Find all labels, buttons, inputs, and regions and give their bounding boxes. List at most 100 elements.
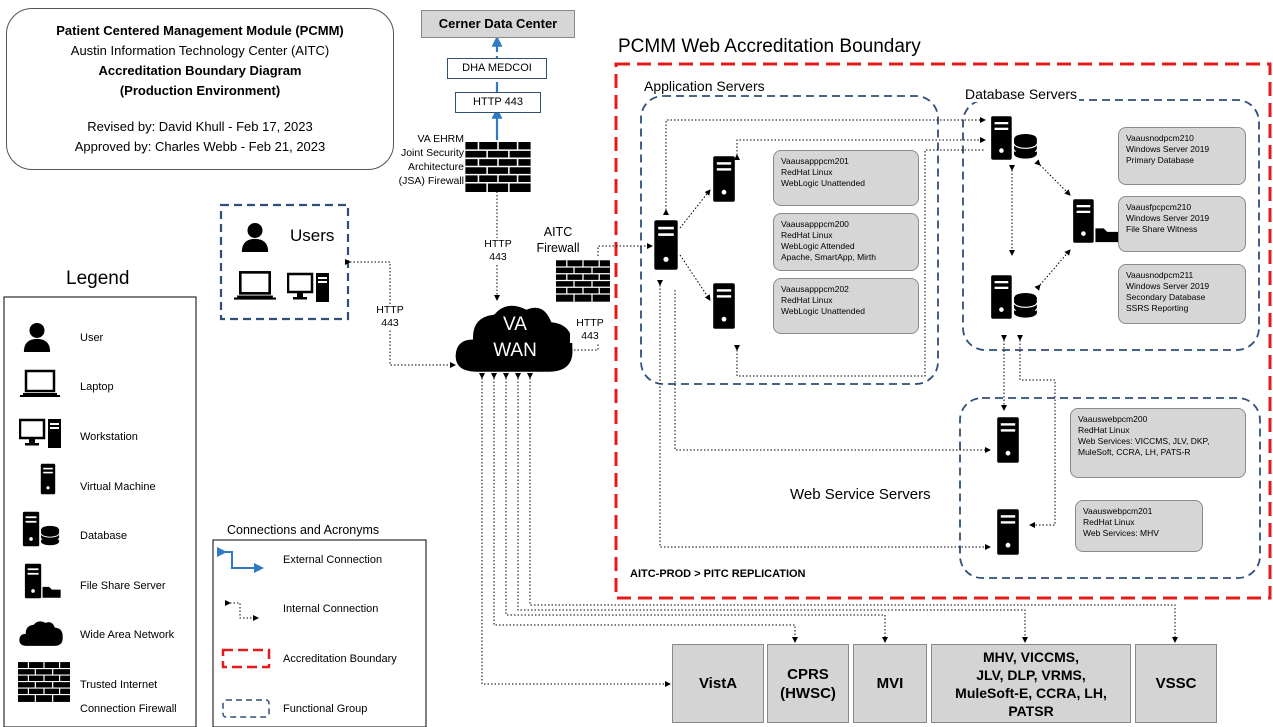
external-cprs: CPRS (HWSC) — [767, 644, 849, 723]
connections-label-boundary: Accreditation Boundary — [283, 653, 397, 665]
web-service-servers-title: Web Service Servers — [790, 486, 931, 503]
diagram-subtitle: Accreditation Boundary Diagram — [98, 63, 302, 78]
legend-fileshare-icon — [24, 563, 62, 599]
wan-line2: WAN — [493, 340, 537, 361]
legend-label-tic: Trusted Internet — [80, 679, 158, 691]
web200-server-icon — [997, 417, 1019, 463]
legend-box — [3, 296, 197, 727]
external-vista: VistA — [672, 644, 764, 723]
server-os: Windows Server 2019 — [1126, 213, 1210, 223]
port-label: 443 — [381, 317, 399, 329]
aitc-http-label: HTTP 443 — [570, 317, 610, 343]
legend-laptop-icon — [20, 369, 60, 399]
server-os: RedHat Linux — [781, 167, 833, 177]
approved-by: Approved by: Charles Webb - Feb 21, 2023 — [74, 139, 326, 154]
wan-line1: VA — [503, 314, 527, 335]
legend-vm-icon — [40, 463, 56, 495]
external-services: MHV, VICCMS, JLV, DLP, VRMS, MuleSoft-E,… — [931, 644, 1131, 723]
web201-server-icon — [997, 509, 1019, 555]
server-info-web201: Vaauswebpcm201 RedHat Linux Web Services… — [1075, 500, 1203, 552]
server-info-db210: Vaausnodpcm210 Windows Server 2019 Prima… — [1118, 127, 1246, 185]
legend-label-user: User — [80, 332, 104, 344]
connections-title: Connections and Acronyms — [227, 523, 380, 537]
legend-external-line — [217, 547, 264, 573]
legend-user-icon — [23, 322, 51, 352]
port-label: 443 — [581, 330, 599, 342]
server-os: Windows Server 2019 — [1126, 144, 1210, 154]
users-http-label: HTTP 443 — [370, 304, 410, 330]
server-hostname: Vaauswebpcm201 — [1083, 506, 1153, 516]
application-servers-title: Application Servers — [642, 78, 767, 94]
server-os: RedHat Linux — [1083, 517, 1135, 527]
legend-label-workstation: Workstation — [80, 431, 138, 443]
server-info-fs210: Vaausfpcpcm210 Windows Server 2019 File … — [1118, 196, 1246, 252]
app202-server-icon — [713, 283, 735, 329]
db211-server-icon — [990, 274, 1038, 320]
legend-label-tic-firewall: Connection Firewall — [80, 703, 177, 715]
database-servers-title: Database Servers — [963, 86, 1080, 102]
server-role: File Share Witness — [1126, 224, 1198, 234]
server-info-web200: Vaauswebpcm200 RedHat Linux Web Services… — [1070, 408, 1246, 478]
app-lb-server-icon — [654, 220, 678, 270]
jsa-label-line: VA EHRM — [417, 133, 464, 145]
laptop-icon — [234, 271, 276, 301]
org-name: Austin Information Technology Center (AI… — [70, 43, 330, 58]
legend-wan-icon — [19, 621, 63, 646]
http-443-box: HTTP 443 — [455, 92, 541, 113]
connections-box — [212, 539, 427, 727]
boundary-title: PCMM Web Accreditation Boundary — [618, 36, 921, 57]
server-os: Windows Server 2019 — [1126, 281, 1210, 291]
dha-medcoi-box: DHA MEDCOI — [447, 58, 547, 79]
server-role: WebLogic Unattended — [781, 178, 865, 188]
db210-server-icon — [990, 115, 1038, 161]
server-role: Apache, SmartApp, Mirth — [781, 252, 876, 262]
connections-label-external: External Connection — [283, 554, 383, 566]
legend-firewall-icon — [18, 662, 70, 702]
fs210-server-icon — [1072, 198, 1120, 244]
server-info-db211: Vaausnodpcm211 Windows Server 2019 Secon… — [1118, 264, 1246, 324]
users-label: Users — [290, 226, 335, 245]
external-mvi: MVI — [853, 644, 927, 723]
cerner-data-center-box: Cerner Data Center — [421, 10, 575, 38]
server-info-app202: Vaausapppcm202 RedHat Linux WebLogic Una… — [773, 278, 919, 334]
va-wan-label: VA WAN — [490, 312, 540, 364]
aitc-label-line: AITC — [543, 225, 573, 239]
replication-note: AITC-PROD > PITC REPLICATION — [630, 568, 806, 580]
diagram-title: Patient Centered Management Module (PCMM… — [56, 23, 344, 38]
server-os: RedHat Linux — [1078, 425, 1130, 435]
title-box: Patient Centered Management Module (PCMM… — [6, 8, 394, 170]
wan-jsa-http-label: HTTP 443 — [478, 238, 518, 264]
legend-label-wan: Wide Area Network — [80, 629, 175, 641]
server-os: RedHat Linux — [781, 295, 833, 305]
legend-internal-line — [225, 600, 259, 621]
external-vssc: VSSC — [1135, 644, 1217, 723]
jsa-label-line: (JSA) Firewall — [398, 175, 464, 187]
user-icon — [241, 222, 269, 252]
jsa-label-line: Joint Security — [400, 147, 464, 159]
server-os: RedHat Linux — [781, 230, 833, 240]
server-role: Primary Database — [1126, 155, 1195, 165]
http-label: HTTP — [376, 304, 404, 316]
legend-workstation-icon — [19, 418, 63, 450]
legend-boundary-swatch — [221, 648, 271, 669]
server-hostname: Vaausapppcm202 — [781, 284, 849, 294]
workstation-icon — [287, 272, 331, 304]
server-role: Web Services: MHV — [1083, 528, 1159, 538]
legend-database-icon — [22, 511, 60, 547]
legend-label-laptop: Laptop — [80, 381, 114, 393]
connections-label-internal: Internal Connection — [283, 603, 379, 615]
app201-server-icon — [713, 156, 735, 202]
server-hostname: Vaausfpcpcm210 — [1126, 202, 1192, 212]
server-hostname: Vaausapppcm201 — [781, 156, 849, 166]
jsa-firewall-label: VA EHRM Joint Security Architecture (JSA… — [384, 132, 464, 188]
http-label: HTTP — [484, 238, 512, 250]
server-info-app200: Vaausapppcm200 RedHat Linux WebLogic Att… — [773, 213, 919, 271]
aitc-label-line: Firewall — [536, 241, 580, 255]
revised-by: Revised by: David Khull - Feb 17, 2023 — [87, 119, 313, 134]
jsa-label-line: Architecture — [407, 161, 464, 173]
aitc-firewall-label: AITC Firewall — [533, 224, 583, 256]
environment-label: (Production Environment) — [119, 83, 281, 98]
connections-label-group: Functional Group — [283, 703, 368, 715]
legend-group-swatch — [222, 699, 270, 718]
